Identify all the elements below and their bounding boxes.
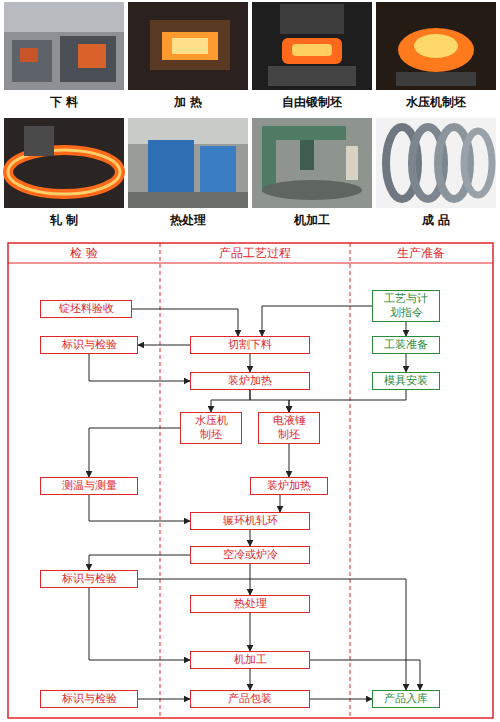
flow-arrow [89, 555, 190, 570]
process-photo [376, 2, 496, 90]
box-text: 锭坯料验收 [45, 302, 127, 316]
box-text: 工艺与计划指令 [383, 292, 429, 320]
photo-caption: 轧 制 [4, 213, 124, 227]
preparation-box: 模具安装 [372, 372, 440, 390]
flow-arrow [310, 699, 372, 700]
photo-caption: 水压机制坯 [376, 95, 496, 109]
flow-arrow [138, 579, 406, 690]
box-text: 模具安装 [377, 374, 435, 388]
photo-caption: 加 热 [128, 95, 248, 109]
flow-arrow [138, 699, 190, 700]
photo-caption: 下 料 [4, 95, 124, 109]
flow-arrow [289, 390, 406, 412]
flow-arrow [138, 345, 190, 346]
column-divider [350, 243, 351, 718]
photo-caption: 成 品 [376, 213, 496, 227]
process-photo [252, 118, 372, 208]
box-text: 空冷或炉冷 [195, 548, 305, 562]
column-header: 产品工艺过程 [195, 246, 315, 260]
flow-arrow [250, 390, 289, 412]
box-text: 标识与检验 [45, 572, 133, 586]
process-box: 标识与检验 [40, 690, 138, 708]
box-text: 水压机制坯 [191, 414, 231, 442]
preparation-box: 产品入库 [372, 690, 440, 708]
box-text: 切割下料 [195, 338, 305, 352]
process-box: 电液锤制坯 [258, 412, 320, 444]
flow-arrow [89, 428, 180, 477]
flow-arrow [89, 354, 190, 381]
process-box: 装炉加热 [190, 372, 310, 390]
box-text: 电液锤制坯 [269, 414, 309, 442]
process-photo [4, 118, 124, 208]
column-header: 检 验 [24, 246, 144, 260]
flow-arrow [250, 669, 251, 690]
process-photo [128, 118, 248, 208]
flow-arrow [89, 588, 190, 660]
flow-arrow [289, 444, 290, 477]
box-text: 标识与检验 [45, 338, 133, 352]
process-box: 辗环机轧环 [190, 512, 310, 530]
process-photo [4, 2, 124, 90]
flow-arrow [280, 495, 281, 512]
flow-arrow [250, 530, 251, 546]
box-text: 装炉加热 [255, 479, 323, 493]
column-divider [160, 243, 161, 718]
flow-arrow [211, 390, 250, 412]
process-box: 热处理 [190, 595, 310, 613]
flow-arrow [250, 354, 251, 372]
box-text: 产品包装 [195, 692, 305, 706]
process-box: 水压机制坯 [180, 412, 242, 444]
process-photo [376, 118, 496, 208]
preparation-box: 工艺与计划指令 [372, 290, 440, 322]
process-box: 装炉加热 [250, 477, 328, 495]
process-box: 标识与检验 [40, 570, 138, 588]
process-box: 标识与检验 [40, 336, 138, 354]
process-photo [128, 2, 248, 90]
process-box: 产品包装 [190, 690, 310, 708]
box-text: 装炉加热 [195, 374, 305, 388]
flow-arrow [406, 322, 407, 336]
flow-arrow [89, 495, 190, 521]
flow-arrow [406, 354, 407, 372]
process-photo [252, 2, 372, 90]
box-text: 标识与检验 [45, 692, 133, 706]
preparation-box: 工装准备 [372, 336, 440, 354]
header-rule [8, 263, 493, 264]
box-text: 热处理 [195, 597, 305, 611]
flow-arrow [132, 309, 238, 336]
flow-arrow [310, 660, 420, 690]
process-box: 空冷或炉冷 [190, 546, 310, 564]
process-box: 测温与测量 [40, 477, 138, 495]
flow-arrow [262, 306, 372, 336]
process-box: 锭坯料验收 [40, 300, 132, 318]
column-header: 生产准备 [361, 246, 481, 260]
photo-caption: 热处理 [128, 213, 248, 227]
box-text: 工装准备 [377, 338, 435, 352]
process-box: 切割下料 [190, 336, 310, 354]
photo-caption: 自由锻制坯 [252, 95, 372, 109]
box-text: 产品入库 [377, 692, 435, 706]
flow-arrow [250, 613, 251, 651]
box-text: 机加工 [195, 653, 305, 667]
box-text: 辗环机轧环 [195, 514, 305, 528]
chart-frame [8, 243, 493, 718]
photo-caption: 机加工 [252, 213, 372, 227]
process-box: 机加工 [190, 651, 310, 669]
box-text: 测温与测量 [45, 479, 133, 493]
